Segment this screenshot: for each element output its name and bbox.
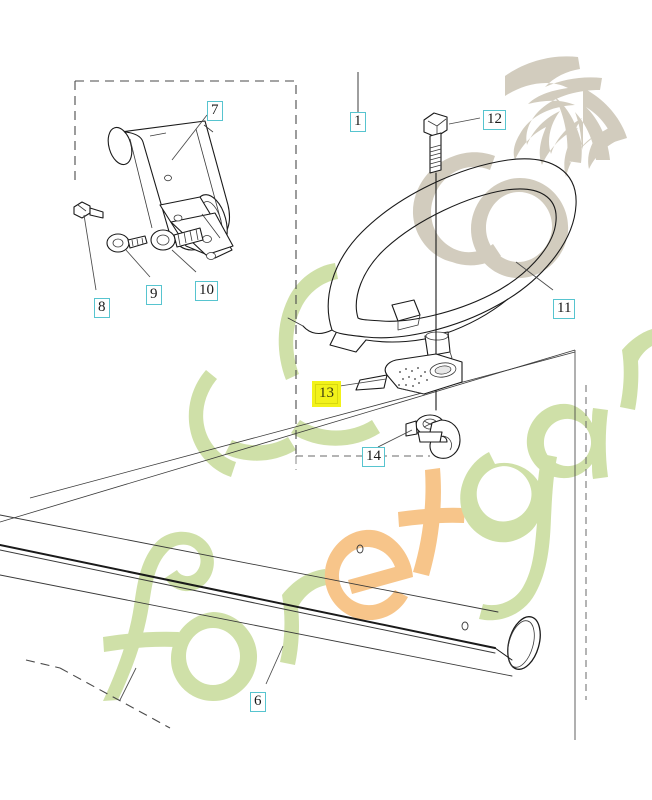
callout-9[interactable]: 9 — [146, 285, 162, 305]
construction-lines — [295, 456, 297, 470]
panel-top-edges — [29, 351, 576, 499]
callout-6[interactable]: 6 — [250, 692, 266, 712]
clamp-housing — [107, 120, 234, 260]
drive-tube — [0, 514, 541, 677]
flange-bolt-9 — [106, 233, 148, 253]
callout-1[interactable]: 1 — [350, 112, 366, 132]
watermark-script-text — [103, 329, 652, 701]
clamp-bracket-plate-13 — [355, 353, 463, 395]
callout-14[interactable]: 14 — [362, 447, 385, 467]
callout-11[interactable]: 11 — [553, 299, 576, 319]
hex-head-bolt-12 — [423, 112, 448, 411]
loop-handle — [287, 158, 577, 363]
watermark-graphic — [103, 56, 652, 701]
callout-7[interactable]: 7 — [207, 101, 223, 121]
screw-small-8 — [73, 201, 104, 219]
watermark-domain-text — [412, 56, 627, 279]
callout-13-highlighted[interactable]: 13 — [315, 384, 338, 404]
clamping-lever-14 — [405, 414, 461, 459]
watermark-script-overflow — [188, 263, 380, 477]
leader-lines — [83, 114, 554, 701]
callout-10[interactable]: 10 — [195, 281, 218, 301]
background-panel — [0, 349, 576, 740]
callout-12[interactable]: 12 — [483, 110, 506, 130]
callout-8[interactable]: 8 — [94, 298, 110, 318]
socket-head-cap-screw-10 — [150, 227, 204, 251]
dashed-grouping-frames — [25, 80, 297, 729]
